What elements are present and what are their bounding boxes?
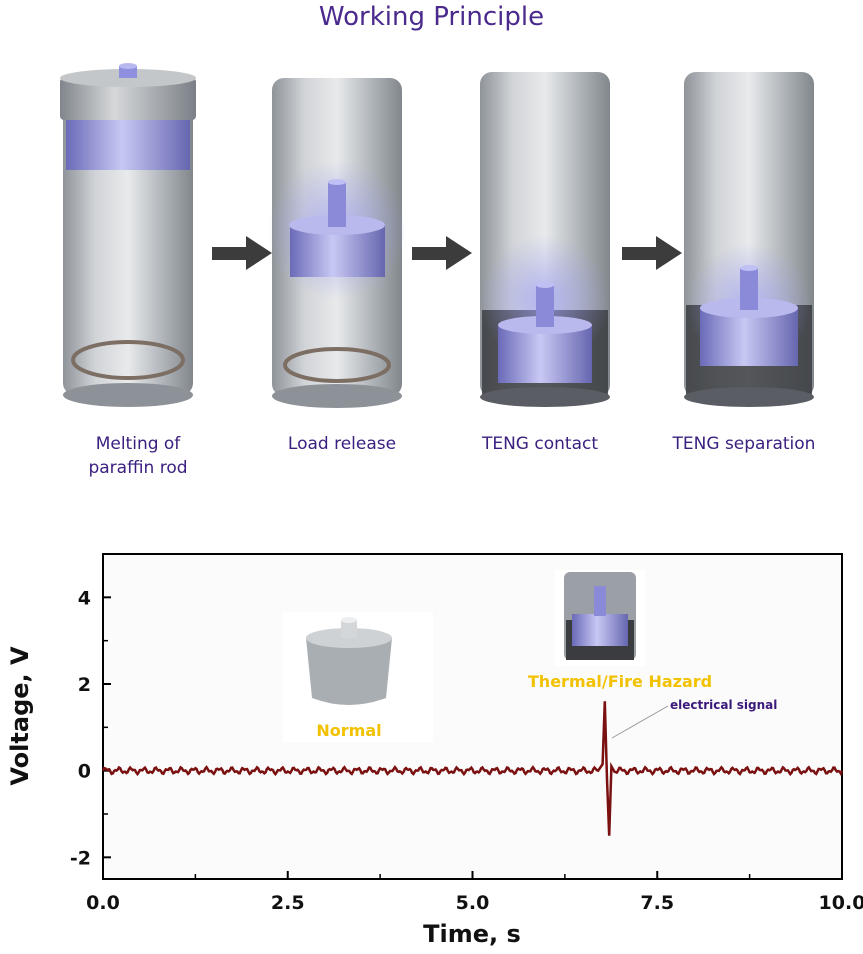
- y-tick-label: -2: [70, 847, 91, 869]
- stage-3-cylinder: [480, 72, 610, 407]
- plot-series: [101, 701, 844, 836]
- hazard-inset-icon: [555, 570, 645, 666]
- arrow-2-icon: [412, 236, 472, 270]
- plot-frame: [102, 553, 843, 880]
- x-tick-label: 7.5: [640, 892, 674, 914]
- stage-label-melting: Melting of paraffin rod: [88, 434, 188, 478]
- annotation-signal: electrical signal: [670, 698, 777, 712]
- x-tick-label: 5.0: [456, 892, 490, 914]
- voltage-series-line: [101, 701, 844, 836]
- arrow-3-icon: [622, 236, 682, 270]
- stage-label-load-release: Load release: [287, 434, 397, 454]
- y-axis-label: Voltage, V: [6, 646, 34, 786]
- arrow-1-icon: [212, 236, 272, 270]
- x-axis-label: Time, s: [423, 920, 521, 948]
- stages-illustration: [60, 63, 814, 408]
- y-tick-label: 4: [78, 587, 91, 609]
- stage-1-cylinder: [60, 63, 196, 407]
- y-axis-ticks: -2 0 2 4: [70, 553, 111, 869]
- stage-label-teng-separation: TENG separation: [672, 434, 816, 454]
- stage-label-teng-contact: TENG contact: [481, 434, 599, 454]
- normal-inset-icon: [283, 612, 433, 742]
- x-tick-label: 2.5: [271, 892, 305, 914]
- annotation-hazard: Thermal/Fire Hazard: [528, 672, 712, 691]
- annotation-normal: Normal: [316, 721, 381, 740]
- working-principle-diagram: Working Principle: [60, 2, 816, 478]
- x-axis-ticks: 0.0 2.5 5.0 7.5 10.0: [86, 871, 863, 914]
- stage-4-cylinder: [684, 72, 814, 407]
- x-tick-label: 10.0: [819, 892, 863, 914]
- y-tick-label: 0: [78, 761, 91, 783]
- y-tick-label: 2: [78, 674, 91, 696]
- stage-2-cylinder: [267, 78, 407, 408]
- signal-pointer: [611, 705, 669, 739]
- diagram-title: Working Principle: [318, 2, 545, 32]
- x-tick-label: 0.0: [86, 892, 120, 914]
- voltage-time-chart: -2 0 2 4 0.0 2.5 5.0 7.5 10.0 Normal Thermal/Fi…: [6, 553, 863, 948]
